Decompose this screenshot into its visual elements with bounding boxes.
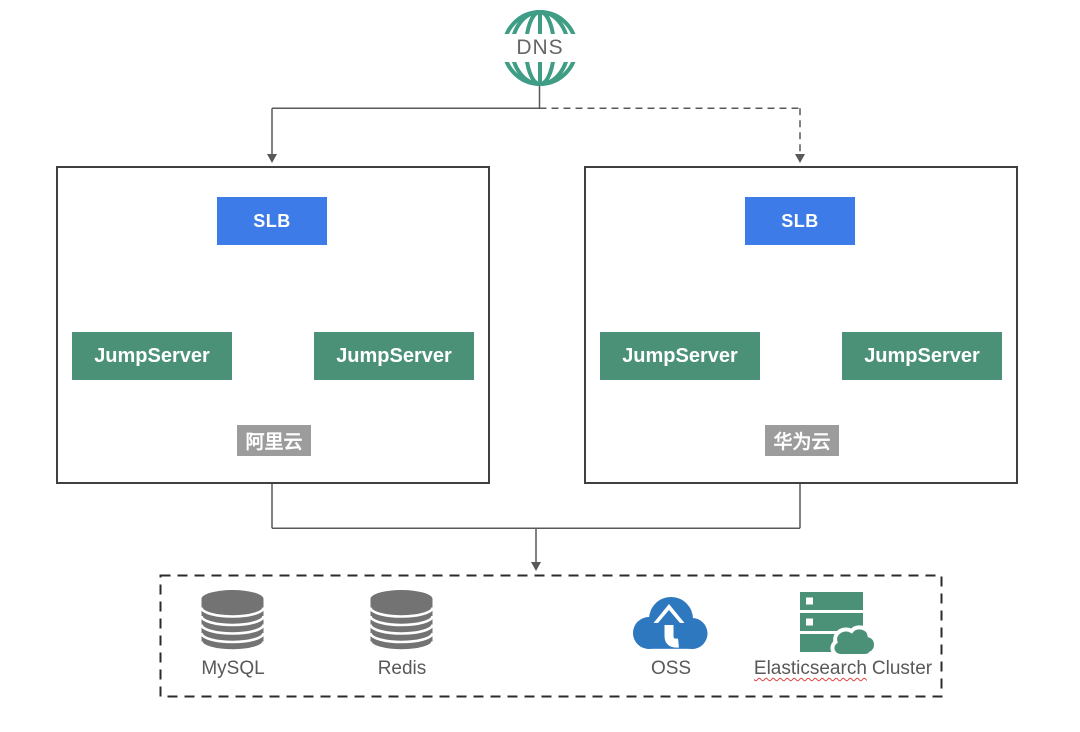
huawei-jumpserver-2-node: JumpServer [842,332,1002,380]
aliyun-jumpserver-2-node: JumpServer [314,332,474,380]
mysql-service [199,589,266,653]
oss-label: OSS [650,658,692,679]
aliyun-slb-node: SLB [217,197,327,245]
server-cloud-icon [800,592,878,658]
redis-service [368,589,435,653]
arrowhead-icon [531,562,541,571]
huawei-slb-node: SLB [745,197,855,245]
redis-label: Redis [377,658,427,679]
huawei-badge: 华为云 [765,425,839,456]
huawei-jumpserver-1-node: JumpServer [600,332,760,380]
oss-service [625,591,713,653]
elasticsearch-service [800,592,880,658]
dns-node: DNS [496,8,584,88]
database-icon [369,590,434,652]
arrowhead-icon [795,154,805,163]
elasticsearch-label-word: Elasticsearch [753,658,867,679]
dns-to-huawei-dashed-connector [539,107,801,155]
aliyun-jumpserver-1-node: JumpServer [72,332,232,380]
shared-services-dashed-box [159,574,943,698]
aliyun-badge: 阿里云 [237,425,311,456]
arrowhead-icon [267,154,277,163]
dns-label: DNS [496,34,584,62]
cluster-label-word: Cluster [871,658,933,679]
dns-to-aliyun-connector [271,84,541,155]
mysql-label: MySQL [201,658,265,679]
upload-cloud-icon [633,597,708,649]
clouds-to-shared-services-connector [271,484,801,563]
database-icon [200,590,265,652]
